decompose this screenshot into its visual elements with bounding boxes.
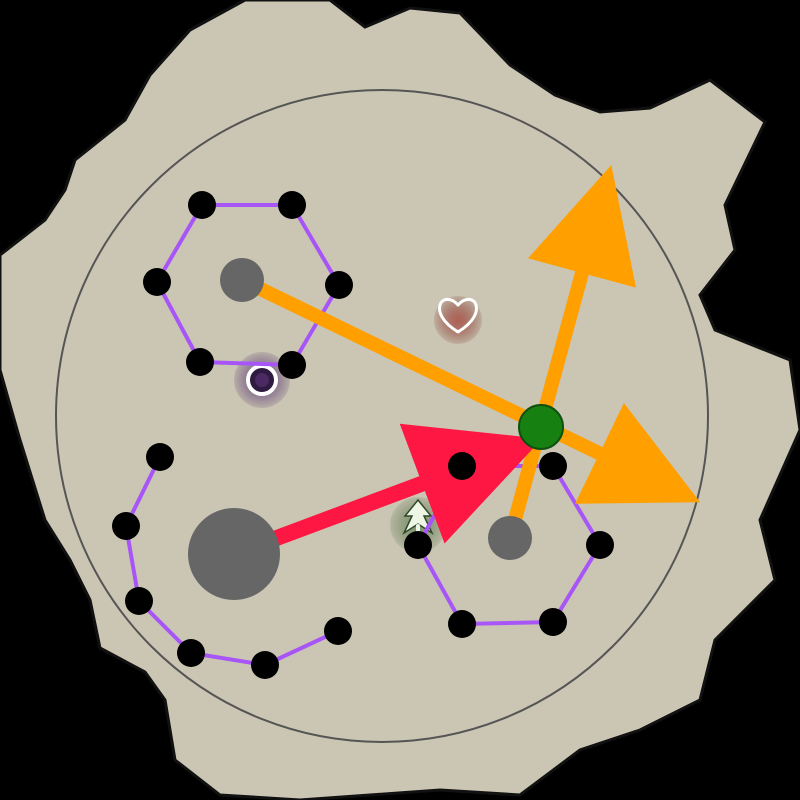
- planet-right[interactable]: [488, 516, 532, 560]
- star-node[interactable]: [112, 512, 140, 540]
- star-node[interactable]: [146, 443, 174, 471]
- star-node[interactable]: [539, 452, 567, 480]
- star-node[interactable]: [125, 587, 153, 615]
- star-node[interactable]: [188, 191, 216, 219]
- star-node[interactable]: [448, 610, 476, 638]
- heart-icon: [438, 297, 478, 334]
- ring-icon-core: [255, 373, 269, 387]
- star-node[interactable]: [186, 348, 214, 376]
- heart-token-glow: [434, 296, 482, 344]
- star-node[interactable]: [324, 617, 352, 645]
- star-node[interactable]: [448, 452, 476, 480]
- star-node[interactable]: [278, 351, 306, 379]
- orange-vector-diagonal: [238, 273, 701, 504]
- star-node[interactable]: [251, 651, 279, 679]
- planet-large[interactable]: [188, 508, 280, 600]
- star-node[interactable]: [539, 608, 567, 636]
- star-node[interactable]: [177, 639, 205, 667]
- star-node[interactable]: [278, 191, 306, 219]
- planet-left[interactable]: [220, 258, 264, 302]
- star-node[interactable]: [404, 531, 432, 559]
- star-node[interactable]: [325, 271, 353, 299]
- arena-circle: [55, 89, 709, 743]
- nodes: [112, 191, 614, 679]
- star-node[interactable]: [586, 531, 614, 559]
- heart-token[interactable]: [434, 296, 482, 344]
- pivot-node[interactable]: [518, 404, 564, 450]
- star-node[interactable]: [143, 268, 171, 296]
